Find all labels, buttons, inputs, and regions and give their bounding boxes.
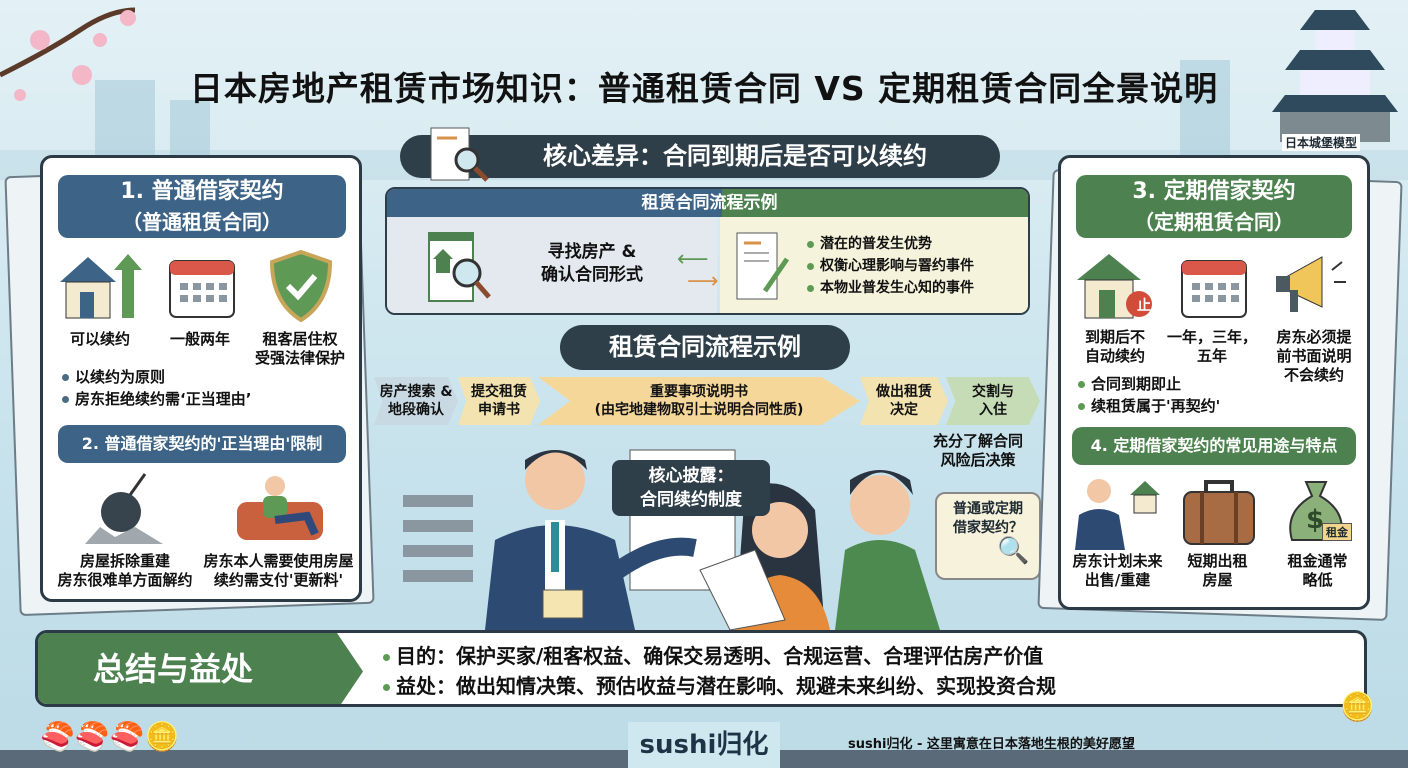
castle-icon [1272,10,1398,142]
process-step-4: 做出租赁决定 [860,377,948,425]
summary-label: 总结与益处 [38,633,363,704]
page-title: 日本房地产租赁市场知识：普通租赁合同 VS 定期租赁合同全景说明 [189,69,1219,108]
calendar-icon [1181,260,1247,318]
megaphone-icon [1276,256,1346,312]
contract-pen-icon [736,232,790,300]
justified-reason-header: 2. 普通借家契约的'正当理由'限制 [58,425,346,463]
summary-lines: 目的：保护买家/租客权益、确保交易透明、合规运营、合理评估房产价值 益处：做出知… [383,641,1056,701]
bullet-item: 权衡心理影响与罯约事件 [807,255,974,277]
item-label: 房东计划未来出售/重建 [1072,552,1163,589]
lease-flow-box: 租赁合同流程示例 寻找房产 &确认合同形式 ⟵ ⟶ 潜在的普发生优势 权衡心理影… [385,187,1030,315]
bullet-list: 合同到期即止 续租赁属于'再契约' [1078,373,1220,417]
header-subtitle: （定期租赁合同） [1134,210,1294,234]
calendar-icon [169,260,235,318]
flow-box-header: 租赁合同流程示例 [641,193,778,213]
flow-bullets: 潜在的普发生优势 权衡心理影响与罯约事件 本物业普发生心知的事件 [807,233,974,299]
icon-label: 房东必须提前书面说明不会续约 [1276,328,1352,384]
normal-lease-header: 1. 普通借家契约 （普通租赁合同） [58,175,346,238]
summary-benefits: 益处：做出知情决策、预估收益与潜在影响、规避未来纠纷、实现投资合规 [383,671,1056,701]
summary-purpose: 目的：保护买家/租客权益、确保交易透明、合规运营、合理评估房产价值 [383,641,1056,671]
agent-couple-illustration [403,449,940,630]
landlord-house-icon [1075,479,1160,550]
rent-tag: 租金 [1322,523,1352,541]
icon-label: 租客居住权受强法律保护 [254,330,345,367]
shield-check-icon [270,250,332,322]
sofa-person-icon [237,476,323,540]
process-step-1: 房产搜索 &地段确认 [374,377,458,425]
stop-badge: 止 [1137,298,1151,314]
icon-label: 可以续约 [69,330,130,348]
core-difference-banner: 核心差异：合同到期后是否可以续约 [400,135,1000,178]
document-search-icon [430,127,489,182]
house-arrow-icon [60,254,142,319]
header-title: 1. 普通借家契约 [120,179,284,204]
castle-label: 日本城堡模型 [1282,134,1361,151]
bullet-item: 合同到期即止 [1078,373,1220,395]
svg-text:$: $ [1306,505,1324,535]
listing-search-icon [428,232,491,302]
process-step-2: 提交租赁申请书 [458,377,540,425]
icon-label: 一般两年 [169,330,230,348]
item-label: 租金通常略低 [1287,552,1348,589]
couple-speech-bubble: 普通或定期借家契约？🔍 [935,492,1041,580]
arrow-right-icon: ⟶ [687,269,719,294]
header-title: 3. 定期借家契约 [1132,179,1296,204]
bullet-item: 续租赁属于'再契约' [1078,395,1220,417]
fixed-term-header: 3. 定期借家契约 （定期租赁合同） [1076,175,1352,238]
process-note: 充分了解合同风险后决策 [932,432,1023,469]
sakura-branch-icon [0,7,136,101]
header-subtitle: （普通租赁合同） [122,210,282,234]
arrow-left-icon: ⟵ [677,247,709,272]
coin-stack-icon: 🪙 [1340,690,1375,723]
suitcase-icon [1183,480,1255,545]
bullet-list: 以续约为原则 房东拒绝续约需‘正当理由’ [62,366,251,410]
skyline-building [1180,60,1230,170]
process-step-5: 交割与入住 [946,377,1040,425]
item-label: 房屋拆除重建房东很难单方面解约 [57,552,193,589]
house-stop-icon [1077,254,1152,319]
item-label: 短期出租房屋 [1187,552,1248,589]
fixed-term-uses-header: 4. 定期借家契约的常见用途与特点 [1072,427,1356,465]
process-step-3: 重要事项说明书(由宅地建物取引士说明合同性质) [538,377,860,425]
process-title: 租赁合同流程示例 [560,325,850,370]
bullet-item: 本物业普发生心知的事件 [807,277,974,299]
icon-label: 到期后不自动续约 [1084,328,1145,365]
item-label: 房东本人需要使用房屋续约需支付'更新料' [203,552,354,589]
brand-logo: sushi归化 [628,722,780,768]
summary-box: 总结与益处 目的：保护买家/租客权益、确保交易透明、合规运营、合理评估房产价值 … [35,630,1367,707]
flow-left-text: 寻找房产 &确认合同形式 [541,242,643,285]
bullet-item: 房东拒绝续约需‘正当理由’ [62,388,251,410]
icon-label: 一年，三年，五年 [1166,328,1257,365]
sushi-icons: 🍣🍣🍣🪙 [40,720,180,753]
bullet-item: 以续约为原则 [62,366,251,388]
magnifier-icon: 🔍 [997,536,1030,566]
wrecking-ball-icon [85,473,163,544]
agent-speech-bubble: 核心披露：合同续约制度 [612,460,770,516]
bullet-item: 潜在的普发生优势 [807,233,974,255]
footer-tagline: sushi归化 - 这里寓意在日本落地生根的美好愿望 [848,737,1135,752]
